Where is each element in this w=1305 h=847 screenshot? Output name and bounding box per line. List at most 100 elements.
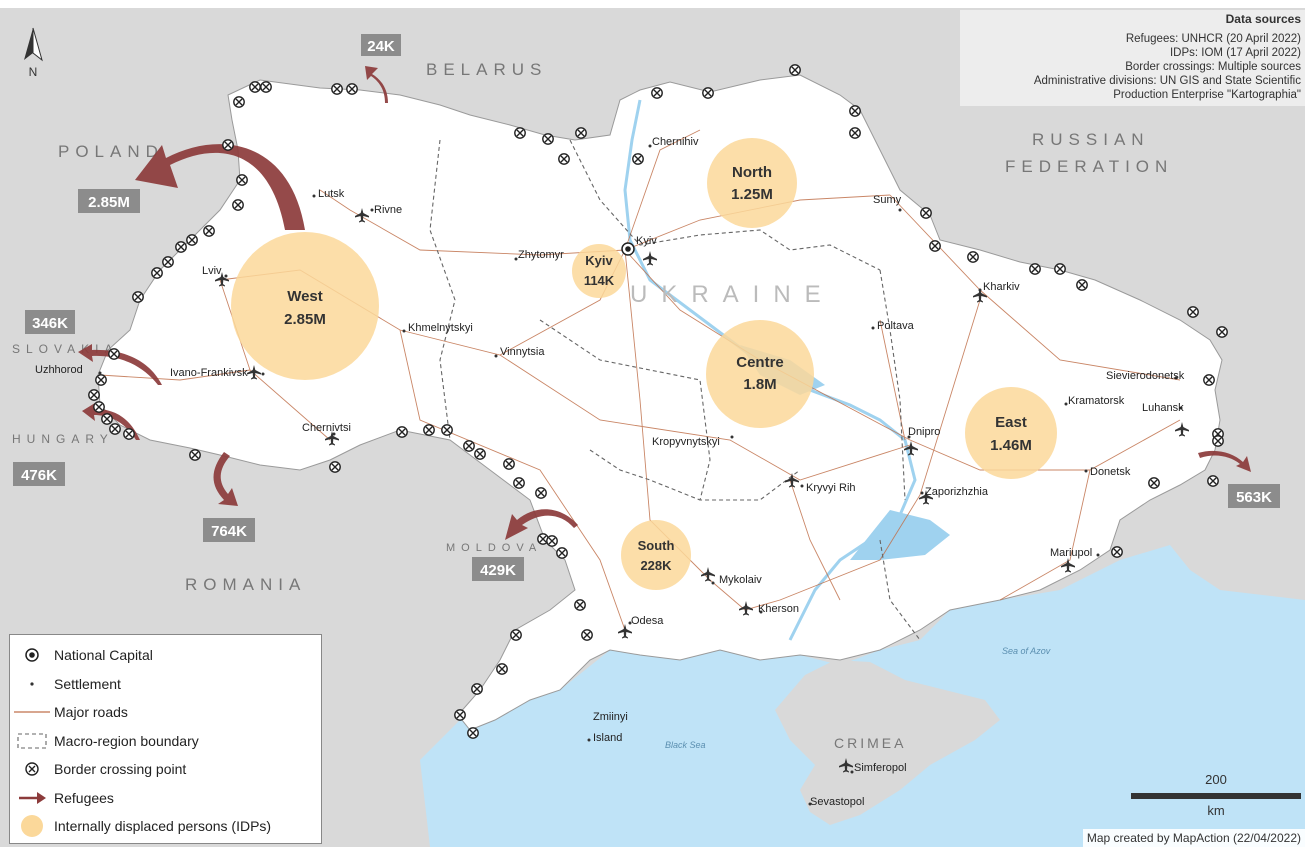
legend-row-macro-region: Macro-region boundary <box>10 727 321 756</box>
city-kryvyi-rih: Kryvyi Rih <box>806 482 856 494</box>
city-zhytomyr: Zhytomyr <box>518 249 564 261</box>
label-russia-2: FEDERATION <box>1005 157 1173 176</box>
label-romania: ROMANIA <box>185 575 306 594</box>
refugee-box-hungary <box>13 462 65 486</box>
settlement-dots <box>98 144 1183 806</box>
refugee-box-romania <box>203 518 255 542</box>
national-capital-kyiv <box>621 242 635 256</box>
idp-north-value: 1.25M <box>731 186 773 203</box>
refugee-arrow-belarus <box>365 66 388 103</box>
idp-south: South 228K <box>621 520 691 590</box>
city-kropyvnytskyi: Kropyvnytskyi <box>652 436 720 448</box>
refugee-value-slovakia: 346K <box>32 315 68 332</box>
idp-north-name: North <box>732 164 772 181</box>
refugee-arrow-romania <box>213 452 238 506</box>
city-vinnytsia: Vinnytsia <box>500 346 545 358</box>
city-zaporizhzhia: Zaporizhzhia <box>925 486 989 498</box>
idp-kyiv-value: 114K <box>584 273 615 288</box>
city-dnipro: Dnipro <box>908 426 940 438</box>
refugee-value-hungary: 476K <box>21 467 57 484</box>
source-idps: IDPs: IOM (17 April 2022) <box>1169 47 1301 59</box>
legend-row-idps: Internally displaced persons (IDPs) <box>10 812 321 841</box>
idp-circle-icon <box>21 815 43 838</box>
idp-east: East 1.46M <box>965 387 1057 479</box>
dnipro-river <box>623 99 917 641</box>
label-poland: POLAND <box>58 142 164 161</box>
city-rivne: Rivne <box>374 204 402 216</box>
idp-kyiv: Kyiv 114K <box>572 244 626 298</box>
city-sumy: Sumy <box>873 194 902 206</box>
city-chernivtsi: Chernivtsi <box>302 422 351 434</box>
city-lviv: Lviv <box>202 265 222 277</box>
label-ukraine: UKRAINE <box>630 281 835 308</box>
idp-south-name: South <box>638 538 675 553</box>
refugee-box-poland <box>78 189 140 213</box>
label-moldova: MOLDOVA <box>446 542 542 554</box>
refugee-box-russia <box>1228 484 1280 508</box>
legend-label-settlement: Settlement <box>54 675 121 692</box>
label-belarus: BELARUS <box>426 60 547 79</box>
legend: National Capital Settlement Major roads … <box>9 634 322 844</box>
city-mykolaiv: Mykolaiv <box>719 574 762 586</box>
source-refugees: Refugees: UNHCR (20 April 2022) <box>1125 33 1301 45</box>
city-ivano-frankivsk: Ivano-Frankivsk <box>170 367 248 379</box>
legend-label-refugees: Refugees <box>54 789 114 806</box>
macro-region-boundaries <box>429 139 921 641</box>
refugee-arrow-slovakia <box>78 344 162 385</box>
city-poltava: Poltava <box>877 320 915 332</box>
city-zmiinyi-1: Zmiinyi <box>593 711 628 723</box>
idp-north: North 1.25M <box>707 138 797 228</box>
idp-east-value: 1.46M <box>990 437 1032 454</box>
north-label: N <box>29 65 38 79</box>
scale-bar-line <box>1131 793 1301 799</box>
city-uzhhorod: Uzhhorod <box>35 364 83 376</box>
source-admin-2: Production Enterprise "Kartographia" <box>1113 89 1301 101</box>
label-hungary: HUNGARY <box>12 432 114 446</box>
city-kharkiv: Kharkiv <box>983 281 1020 293</box>
label-crimea: CRIMEA <box>834 735 906 751</box>
refugee-value-poland: 2.85M <box>88 194 130 211</box>
capital-icon <box>25 648 39 662</box>
legend-row-refugees: Refugees <box>10 784 321 813</box>
city-sievierodonetsk: Sievierodonetsk <box>1106 370 1185 382</box>
legend-label-roads: Major roads <box>54 704 128 721</box>
city-kherson: Kherson <box>758 603 799 615</box>
refugee-box-moldova <box>472 557 524 581</box>
refugee-value-russia: 563K <box>1236 489 1272 506</box>
legend-row-border-crossing: Border crossing point <box>10 755 321 784</box>
refugee-arrow-icon <box>19 791 46 804</box>
legend-row-capital: National Capital <box>10 641 321 670</box>
refugee-box-slovakia <box>25 310 75 334</box>
ukraine-territory <box>97 74 1223 731</box>
idp-east-name: East <box>995 414 1027 431</box>
source-border-crossings: Border crossings: Multiple sources <box>1125 61 1301 73</box>
legend-row-settlement: Settlement <box>10 670 321 699</box>
city-luhansk: Luhansk <box>1142 402 1184 414</box>
scale-unit: km <box>1207 803 1225 818</box>
city-mariupol: Mariupol <box>1050 547 1092 559</box>
scale-bar: 200 km <box>1131 772 1301 822</box>
map-credit: Map created by MapAction (22/04/2022) <box>1082 829 1305 847</box>
city-khmelnytskyi: Khmelnytskyi <box>408 322 473 334</box>
idp-centre-value: 1.8M <box>743 376 776 393</box>
refugee-arrow-russia <box>1198 450 1251 472</box>
refugee-value-romania: 764K <box>211 523 247 540</box>
north-arrow: N <box>24 27 43 79</box>
label-sea-of-azov: Sea of Azov <box>1002 646 1051 656</box>
source-admin-1: Administrative divisions: UN GIS and Sta… <box>1033 75 1301 87</box>
refugee-arrow-moldova <box>505 509 578 540</box>
refugee-value-belarus: 24K <box>367 38 395 55</box>
refugee-values: 24K 2.85M 346K 476K 764K 429K 563K <box>13 34 1280 581</box>
idp-south-value: 228K <box>640 558 672 573</box>
city-lutsk: Lutsk <box>318 188 345 200</box>
refugee-value-moldova: 429K <box>480 562 516 579</box>
idp-kyiv-name: Kyiv <box>585 253 613 268</box>
legend-row-roads: Major roads <box>10 698 321 727</box>
idp-centre: Centre 1.8M <box>706 320 814 428</box>
idp-west-name: West <box>287 288 323 305</box>
city-simferopol: Simferopol <box>854 762 907 774</box>
idp-west: West 2.85M <box>231 232 379 380</box>
idp-west-value: 2.85M <box>284 311 326 328</box>
city-labels: Chernihiv Sumy Kharkiv Poltava Lutsk Riv… <box>35 136 1185 808</box>
city-kyiv: Kyiv <box>636 235 657 247</box>
